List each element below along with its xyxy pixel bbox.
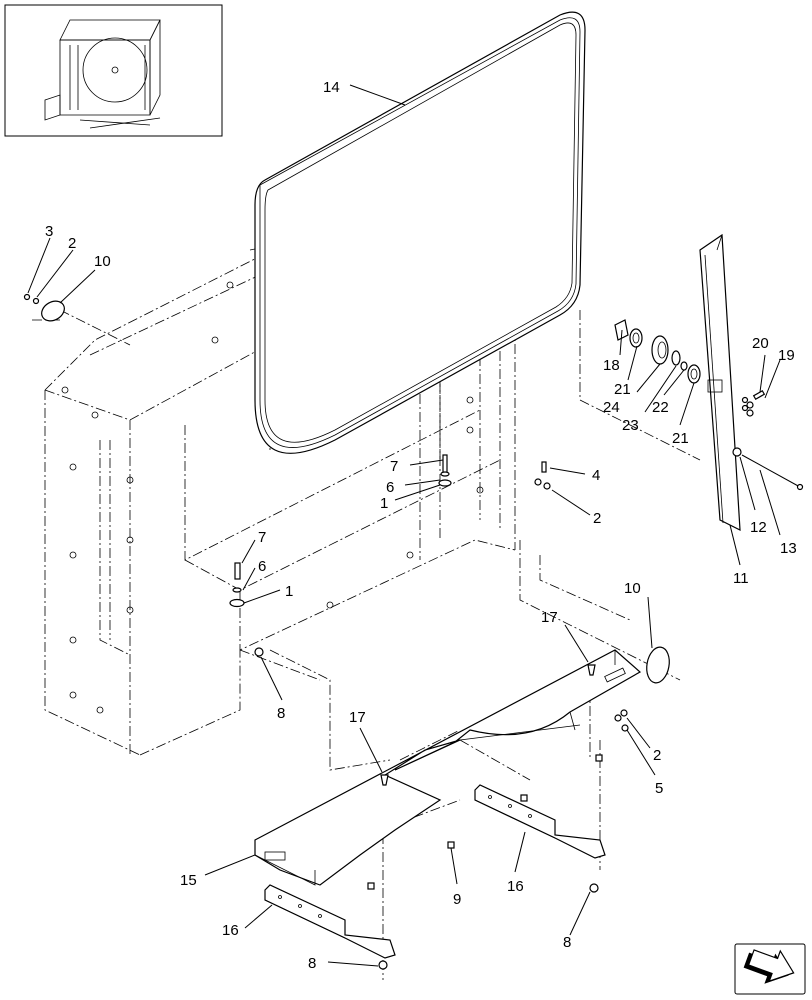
callout-16: 16 (222, 922, 239, 939)
callout-18: 18 (603, 357, 620, 374)
callout-19: 19 (778, 347, 795, 364)
callout-16: 16 (507, 878, 524, 895)
callout-22: 22 (652, 399, 669, 416)
upper-center-bolts (438, 454, 452, 487)
bracket-bolt-4 (534, 461, 551, 490)
callout-7: 7 (390, 458, 398, 475)
bracket-16-upper (474, 784, 606, 859)
callout-11: 11 (733, 570, 749, 587)
left-disc-hardware (23, 293, 65, 322)
callout-1: 1 (285, 583, 293, 600)
callout-17: 17 (349, 709, 366, 726)
bracket-16-lower (264, 884, 396, 959)
callout-20: 20 (752, 335, 769, 352)
pins-17 (380, 664, 596, 786)
callout-labels: 14 3 2 10 18 21 24 23 22 21 20 19 7 6 1 … (45, 79, 797, 972)
callout-21: 21 (614, 381, 631, 398)
callout-24: 24 (603, 399, 620, 416)
lower-right-fasteners (367, 709, 629, 890)
callout-12: 12 (750, 519, 767, 536)
callout-3: 3 (45, 223, 53, 240)
leader-lines (27, 84, 781, 967)
callout-9: 9 (453, 891, 461, 908)
callout-17: 17 (541, 609, 558, 626)
callout-8: 8 (277, 705, 285, 722)
callout-6: 6 (258, 558, 266, 575)
mounting-plate (254, 649, 642, 886)
rod-and-nut (732, 447, 804, 491)
callout-6: 6 (386, 479, 394, 496)
callout-4: 4 (592, 467, 600, 484)
inset-thumbnail (4, 4, 223, 137)
shroud-strip (699, 233, 741, 532)
callout-5: 5 (655, 780, 663, 797)
seal-gasket-frame (254, 11, 586, 454)
callout-15: 15 (180, 872, 197, 889)
lower-center-bolts (229, 562, 245, 608)
callout-2: 2 (653, 747, 661, 764)
callout-10: 10 (94, 253, 111, 270)
callout-13: 13 (780, 540, 797, 557)
callout-8: 8 (308, 955, 316, 972)
callout-21: 21 (672, 430, 689, 447)
callout-10: 10 (624, 580, 641, 597)
nuts-8 (254, 647, 599, 970)
callout-1: 1 (380, 495, 388, 512)
callout-2: 2 (593, 510, 601, 527)
callout-23: 23 (622, 417, 639, 434)
callout-2: 2 (68, 235, 76, 252)
callout-7: 7 (258, 529, 266, 546)
callout-14: 14 (323, 79, 340, 96)
right-disc (646, 646, 670, 684)
pivot-hardware (614, 319, 766, 417)
next-page-arrow-icon[interactable] (734, 942, 806, 995)
callout-8: 8 (563, 934, 571, 951)
